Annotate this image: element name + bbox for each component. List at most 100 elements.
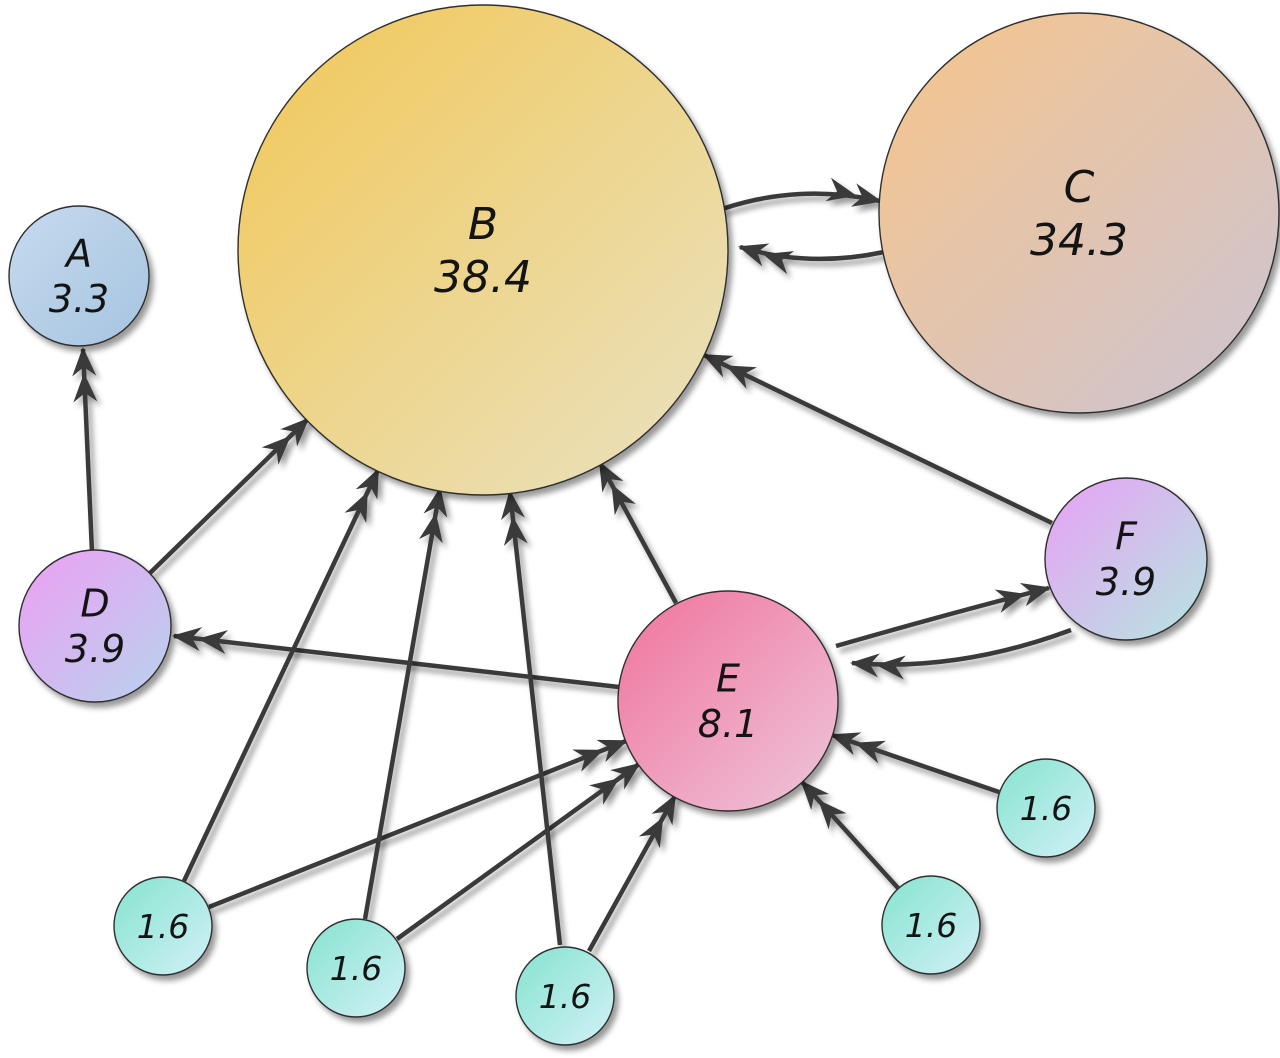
edge-line: [362, 488, 443, 920]
node-circle: [996, 758, 1096, 858]
node-A: A3.3: [8, 205, 150, 347]
node-value: 3.9: [65, 627, 125, 671]
edge-G3-to-B: [501, 490, 563, 946]
arrowhead-icon: [830, 732, 862, 756]
node-value: 1.6: [330, 949, 382, 988]
node-value: 34.3: [1030, 215, 1128, 266]
node-F: F3.9: [1044, 477, 1208, 641]
arrowhead-icon: [344, 491, 368, 524]
arrowhead-icon: [611, 484, 636, 516]
arrowhead-icon: [501, 490, 525, 521]
node-circle: [113, 876, 213, 976]
node-label: D: [80, 582, 109, 626]
arrowhead-icon: [854, 740, 887, 764]
arrowhead-icon: [762, 251, 795, 275]
node-value: 8.1: [698, 702, 758, 746]
edge-line: [181, 469, 381, 882]
arrowhead-icon: [725, 365, 757, 389]
arrowhead-icon: [423, 487, 448, 518]
arrowhead-icon: [503, 515, 528, 546]
node-label: B: [468, 199, 498, 250]
arrowhead-icon: [818, 799, 847, 830]
edge-F-to-B: [702, 352, 1053, 526]
edge-layer: [72, 177, 1072, 953]
node-value: 3.3: [49, 277, 109, 321]
edge-D-to-A: [72, 347, 98, 553]
arrowhead-icon: [638, 816, 664, 849]
node-value: 3.9: [1096, 560, 1156, 604]
node-value: 1.6: [1020, 789, 1072, 828]
node-value: 1.6: [539, 977, 591, 1016]
node-layer: A3.3B38.4C34.3D3.9E8.1F3.91.61.61.61.61.…: [8, 4, 1280, 1046]
edge-E-to-B: [598, 461, 678, 605]
node-E: E8.1: [617, 590, 839, 812]
edge-line: [173, 633, 620, 690]
edge-line: [835, 585, 1050, 649]
node-G2: 1.6: [306, 918, 406, 1018]
edge-line: [800, 780, 900, 890]
edge-G5-to-E: [830, 732, 1000, 795]
edge-line: [507, 491, 563, 946]
node-circle: [617, 590, 839, 812]
node-label: A: [63, 232, 92, 276]
node-circle: [237, 4, 729, 496]
node-circle: [515, 946, 615, 1046]
node-value: 1.6: [137, 907, 189, 946]
arrowhead-icon: [73, 372, 98, 403]
edge-line: [851, 627, 1072, 667]
arrowhead-icon: [850, 653, 880, 678]
edge-line: [208, 738, 627, 910]
node-G5: 1.6: [996, 758, 1096, 858]
edge-line: [395, 762, 641, 941]
edge-C-to-B: [738, 243, 885, 275]
arrowhead-icon: [355, 468, 379, 500]
node-label: E: [716, 657, 740, 701]
edge-E-to-D: [172, 627, 620, 690]
node-circle: [878, 12, 1280, 414]
arrowhead-icon: [800, 780, 830, 811]
arrowhead-icon: [702, 354, 734, 378]
edge-G2-to-E: [395, 762, 641, 941]
node-G3: 1.6: [515, 946, 615, 1046]
node-circle: [1044, 477, 1208, 641]
arrowhead-icon: [72, 347, 97, 377]
node-circle: [881, 875, 981, 975]
edge-G2-to-B: [362, 487, 448, 920]
arrowhead-icon: [572, 749, 604, 772]
node-B: B38.4: [237, 4, 729, 496]
edge-G1-to-E: [208, 738, 628, 910]
edge-line: [598, 461, 678, 605]
edge-D-to-B: [148, 417, 310, 575]
edge-B-to-C: [721, 177, 882, 212]
node-D: D3.9: [18, 549, 172, 703]
arrowhead-icon: [825, 177, 857, 202]
edge-G1-to-B: [181, 468, 381, 882]
edge-G3-to-E: [587, 794, 677, 953]
arrowhead-icon: [197, 630, 229, 654]
arrowhead-icon: [596, 739, 628, 763]
arrowhead-icon: [419, 512, 443, 544]
edge-line: [703, 352, 1053, 526]
arrowhead-icon: [261, 435, 291, 465]
arrowhead-icon: [994, 589, 1026, 613]
arrowhead-icon: [599, 461, 624, 493]
node-G4: 1.6: [881, 875, 981, 975]
arrowhead-icon: [738, 243, 770, 267]
arrowhead-icon: [651, 794, 676, 826]
edge-G4-to-E: [800, 780, 900, 890]
arrowhead-icon: [1019, 583, 1051, 607]
arrowhead-icon: [610, 762, 641, 790]
arrowhead-icon: [851, 183, 882, 207]
arrowhead-icon: [280, 417, 310, 447]
edge-line: [721, 191, 881, 212]
arrowhead-icon: [589, 778, 620, 805]
node-value: 38.4: [434, 252, 532, 303]
node-circle: [18, 549, 172, 703]
node-circle: [8, 205, 150, 347]
node-G1: 1.6: [113, 876, 213, 976]
node-C: C34.3: [878, 12, 1280, 414]
node-value: 1.6: [905, 906, 957, 945]
arrowhead-icon: [172, 627, 203, 651]
